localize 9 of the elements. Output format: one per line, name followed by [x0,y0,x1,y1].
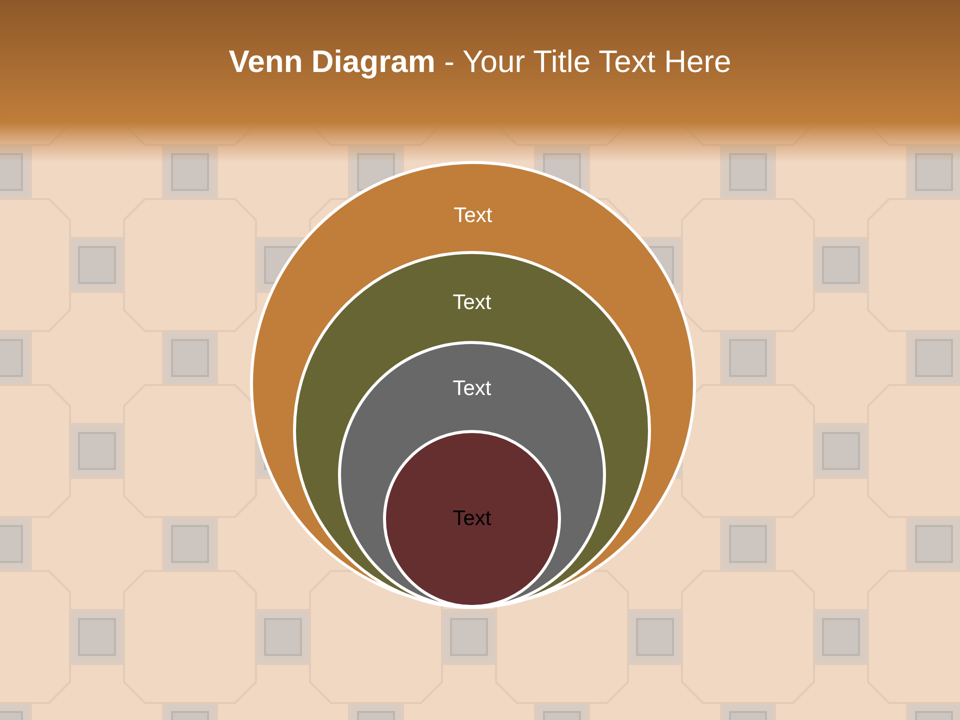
circle-label: Text [452,506,492,532]
outer-circle [250,161,696,607]
middle-circle [293,251,651,609]
inner-circle [338,341,606,609]
innermost-circle [383,430,561,608]
circle-label: Text [454,203,492,229]
circle-label: Text [452,376,492,402]
slide-title: Venn Diagram - Your Title Text Here [228,43,732,81]
circle-label: Text [452,290,492,316]
